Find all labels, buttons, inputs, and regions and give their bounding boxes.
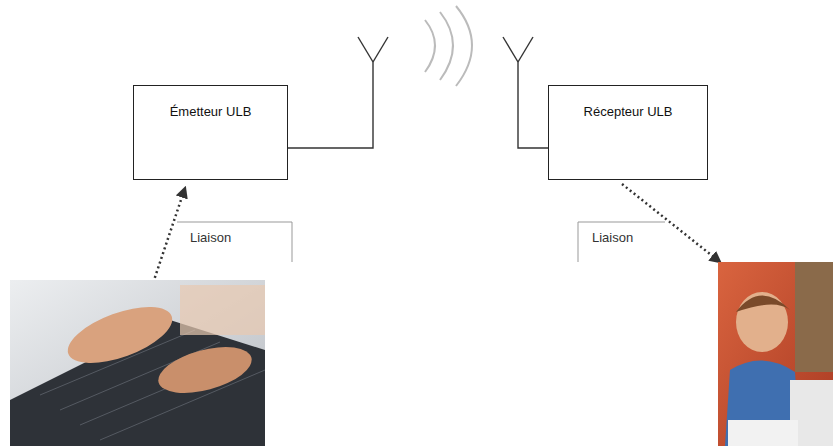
child-photo bbox=[718, 262, 833, 446]
box-label: Émetteur ULB bbox=[142, 104, 279, 120]
keyboard-photo bbox=[10, 280, 265, 446]
antenna bbox=[288, 37, 388, 148]
radio-waves bbox=[425, 6, 472, 86]
link-label: Liaison bbox=[188, 230, 233, 245]
link-label: Liaison bbox=[590, 230, 635, 245]
bracket bbox=[177, 222, 665, 262]
process-box: Récepteur ULB bbox=[548, 85, 708, 180]
box-label: Récepteur ULB bbox=[557, 104, 699, 120]
antenna bbox=[503, 37, 548, 148]
process-box: Émetteur ULB bbox=[133, 85, 288, 180]
dotted-arrow bbox=[150, 184, 720, 292]
